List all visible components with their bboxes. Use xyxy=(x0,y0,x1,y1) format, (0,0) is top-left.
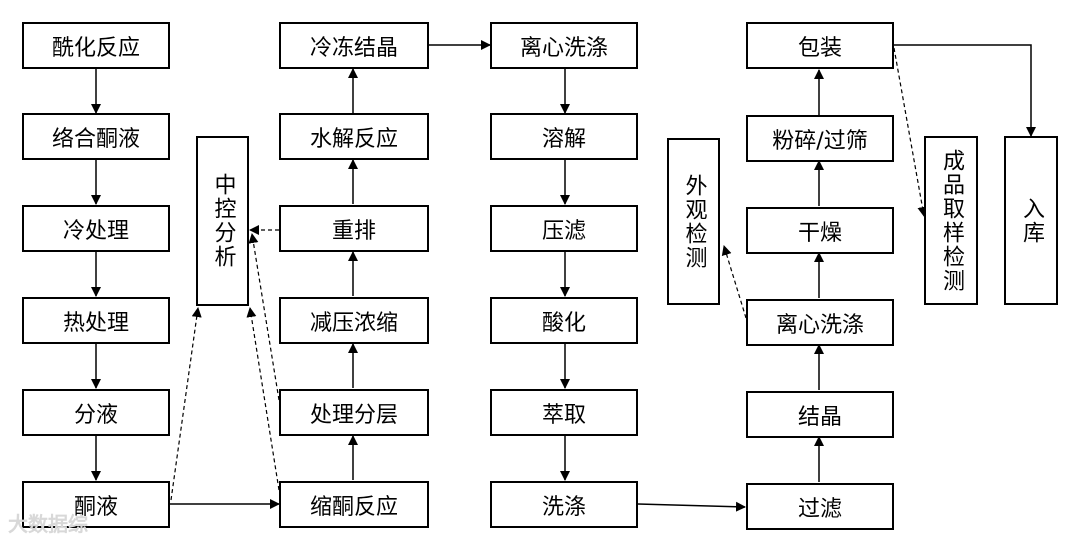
dashed-ketal-control xyxy=(246,307,280,491)
step-acidify: 酸化 xyxy=(490,297,638,344)
step-heat-treatment: 热处理 xyxy=(22,297,170,344)
step-acylation: 酰化反应 xyxy=(22,22,170,69)
step-vacuum-concentrate: 减压浓缩 xyxy=(279,297,429,344)
dashed-layer-control xyxy=(248,233,280,401)
arrow-pack-warehouse xyxy=(894,44,1036,137)
control-analysis-label: 中控分析 xyxy=(210,173,236,269)
step-liquid-separation: 分液 xyxy=(22,389,170,436)
step-extract: 萃取 xyxy=(490,389,638,436)
step-ketal-reaction: 缩酮反应 xyxy=(279,481,429,528)
step-crystallize: 结晶 xyxy=(746,391,894,438)
dashed-ketone-control xyxy=(170,307,202,501)
warehouse-label: 入库 xyxy=(1019,196,1044,245)
step-dry: 干燥 xyxy=(746,207,894,254)
product-sampling-box: 成品取样检测 xyxy=(924,136,978,305)
step-wash: 洗涤 xyxy=(490,481,638,528)
watermark: 大数据综 xyxy=(8,512,88,536)
step-hydrolysis: 水解反应 xyxy=(279,113,429,160)
appearance-check-box: 外观检测 xyxy=(667,138,720,305)
step-rearrangement: 重排 xyxy=(279,205,429,252)
product-sampling-label: 成品取样检测 xyxy=(939,148,964,293)
step-filter: 过滤 xyxy=(746,483,894,530)
control-analysis-box: 中控分析 xyxy=(196,136,249,306)
dashed-wash-appearance xyxy=(721,245,747,319)
step-freeze-crystallize: 冷冻结晶 xyxy=(279,22,429,69)
step-centrifuge-wash-2: 离心洗涤 xyxy=(746,299,894,346)
dashed-pack-sampling xyxy=(893,47,928,217)
appearance-check-label: 外观检测 xyxy=(681,173,707,270)
step-complex-ketone: 络合酮液 xyxy=(22,113,170,160)
warehouse-box: 入库 xyxy=(1004,136,1058,305)
arrow-c3-c4 xyxy=(637,501,746,512)
step-centrifuge-wash-1: 离心洗涤 xyxy=(490,22,638,69)
step-cold-treatment: 冷处理 xyxy=(22,205,170,252)
step-crush-sieve: 粉碎/过筛 xyxy=(746,115,894,162)
step-dissolve: 溶解 xyxy=(490,113,638,160)
step-ketone-liquid: 酮液 xyxy=(22,481,170,528)
step-packaging: 包装 xyxy=(746,22,894,69)
step-press-filter: 压滤 xyxy=(490,205,638,252)
step-layer-separation: 处理分层 xyxy=(279,389,429,436)
